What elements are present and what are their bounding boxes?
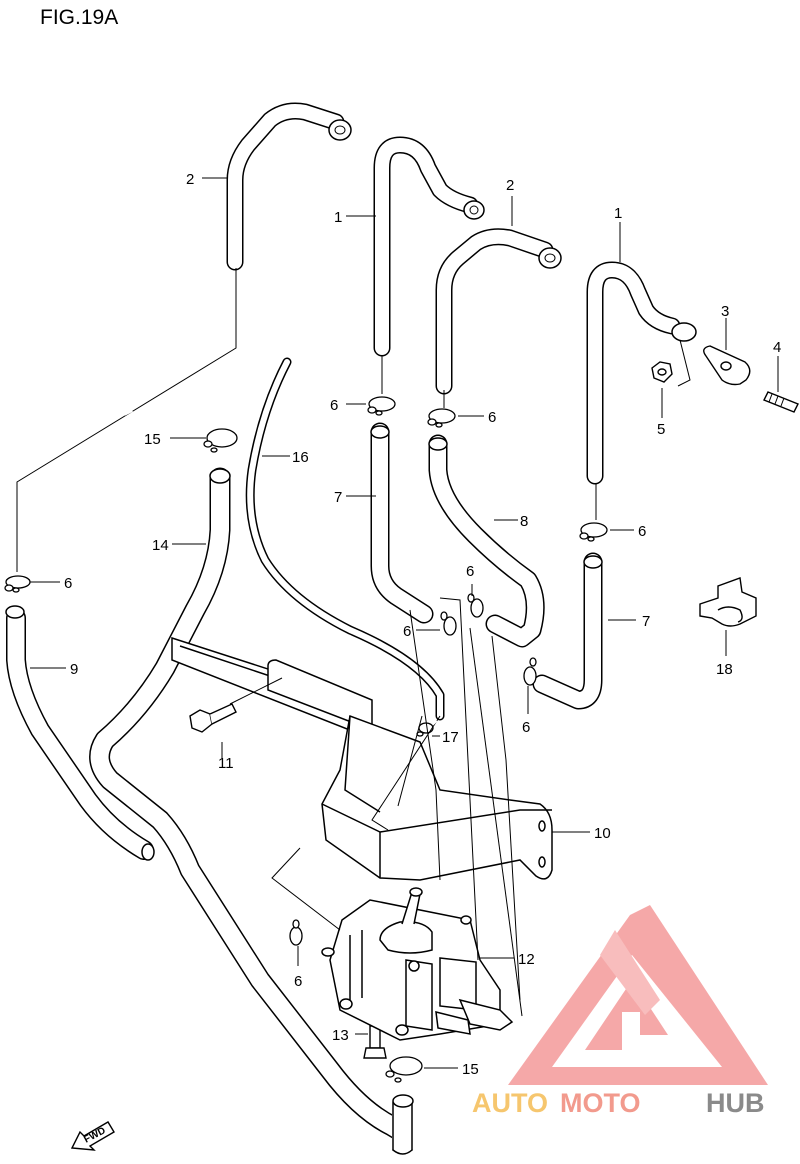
callout-part-17: 17: [442, 729, 459, 746]
callout-part-2-left: 2: [186, 171, 194, 188]
callout-part-10: 10: [594, 825, 611, 842]
gasket-part-3: [703, 345, 751, 386]
stud-part-4: [763, 391, 799, 413]
callout-part-4: 4: [773, 339, 781, 356]
hose-part-9: [5, 605, 155, 861]
clamp-part-6-h: [289, 919, 303, 946]
watermark-logo-g-shape: [585, 980, 668, 1050]
hose-part-7-right: [532, 552, 603, 710]
bracket-part-18: [699, 577, 757, 627]
valve-assembly-part-12: [321, 887, 514, 1041]
callout-part-6-g: 6: [522, 719, 530, 736]
watermark-logo: [508, 905, 768, 1085]
mounting-bracket-part-10: [171, 636, 553, 881]
callout-part-9: 9: [70, 661, 78, 678]
hose-part-8: [428, 434, 545, 648]
hose-part-14: [89, 467, 414, 1155]
hose-part-1-middle: [373, 136, 485, 357]
callout-part-6-a: 6: [330, 397, 338, 414]
callout-part-13: 13: [332, 1027, 349, 1044]
callout-part-8: 8: [520, 513, 528, 530]
figure-title: FIG.19A: [40, 6, 119, 29]
hose-part-2-right: [435, 228, 562, 395]
callout-part-6-d: 6: [64, 575, 72, 592]
watermark-word-hub: HUB: [706, 1088, 765, 1118]
callout-part-1-right: 1: [614, 205, 622, 222]
callout-part-16: 16: [292, 449, 309, 466]
callout-part-14: 14: [152, 537, 169, 554]
callout-part-5: 5: [657, 421, 665, 438]
watermark-word-moto: MOTO: [560, 1088, 641, 1118]
callout-part-7-left: 7: [334, 489, 342, 506]
watermark-word-auto: AUTO: [472, 1088, 548, 1118]
callout-part-3: 3: [721, 303, 729, 320]
callout-part-18: 18: [716, 661, 733, 678]
hose-part-2-left: [226, 102, 352, 271]
watermark-text: AUTO MOTO HUB: [472, 1088, 765, 1118]
clamp-part-6-b: [427, 408, 456, 428]
clamp-part-6-c: [579, 522, 608, 542]
watermark-logo-m-bar: [600, 930, 660, 1015]
hose-part-7-left: [370, 422, 434, 624]
fwd-arrow-icon: FWD: [70, 1121, 115, 1151]
callouts: 2 1 2 1 3 4 5 6 6 6 6 6 6 6 6 7 7 8 9 10…: [64, 171, 781, 1078]
clamp-part-15-b: [385, 1056, 423, 1083]
clamp-part-6-a: [367, 396, 396, 416]
leader-line-gaps: [123, 408, 438, 726]
callout-part-6-h: 6: [294, 973, 302, 990]
clamp-part-6-g: [523, 657, 537, 686]
clamp-part-6-e: [467, 593, 484, 618]
callout-part-15-a: 15: [144, 431, 161, 448]
callout-part-6-f: 6: [403, 623, 411, 640]
callout-part-7-right: 7: [642, 613, 650, 630]
clamp-part-6-f: [440, 611, 457, 636]
callout-part-6-b: 6: [488, 409, 496, 426]
nut-part-5: [651, 361, 673, 383]
callout-part-6-c: 6: [638, 523, 646, 540]
tube-part-16: [245, 357, 445, 721]
hose-part-1-right: [586, 261, 697, 485]
leader-lines: [16, 177, 779, 1069]
callout-part-11: 11: [218, 755, 234, 772]
callout-part-1-middle: 1: [334, 209, 342, 226]
clamp-part-15-a: [203, 428, 238, 453]
callout-part-2-right: 2: [506, 177, 514, 194]
callout-part-6-e: 6: [466, 563, 474, 580]
callout-part-15-b: 15: [462, 1061, 479, 1078]
bolt-part-11: [189, 703, 237, 733]
callout-part-12: 12: [518, 951, 535, 968]
clamps: [4, 396, 608, 1083]
clamp-part-6-d: [4, 575, 31, 593]
